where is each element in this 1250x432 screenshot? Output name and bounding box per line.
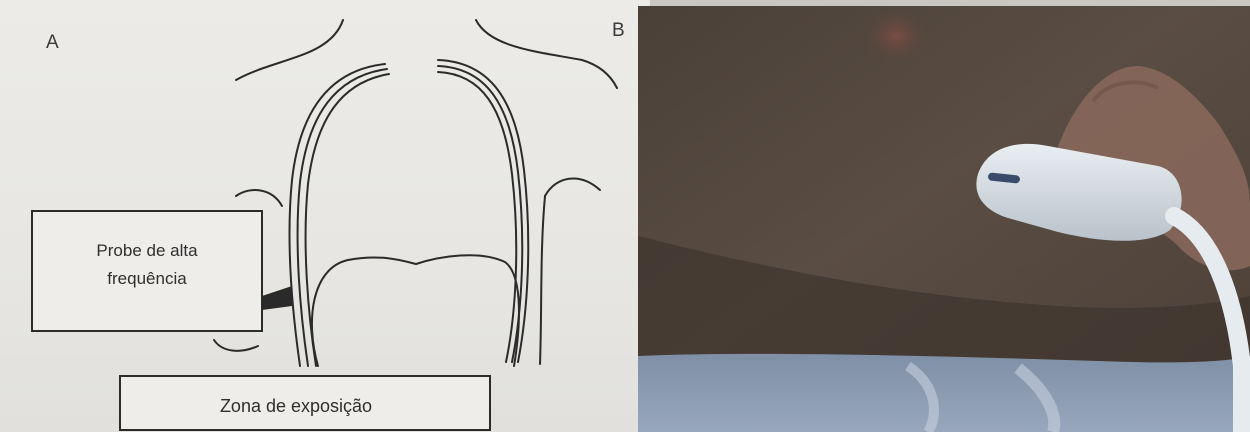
- probe-label-line-1: Probe de alta: [96, 241, 198, 260]
- probe-label-line-2: frequência: [107, 269, 187, 288]
- left-rib-arc: [236, 190, 282, 206]
- lower-left-arc: [214, 340, 258, 351]
- upper-right-contour: [476, 20, 617, 88]
- chest-wall-drawing: Probe de alta frequência Zona de exposiç…: [0, 0, 650, 432]
- panel-b-photo: B: [638, 6, 1250, 432]
- panel-a-diagram: A: [0, 0, 650, 432]
- zone-label: Zona de exposição: [220, 396, 372, 416]
- upper-left-contour: [236, 20, 343, 80]
- bed-sheet: [638, 354, 1250, 432]
- mediastinum-outline: [312, 255, 519, 366]
- right-rib-arc: [545, 179, 600, 196]
- probe-icon: [262, 286, 292, 310]
- nipple: [864, 8, 928, 64]
- probe-on-chest-photo: [638, 6, 1250, 432]
- right-inner-line: [540, 196, 545, 364]
- left-pleural-line-1: [290, 64, 385, 366]
- panel-b-letter: B: [612, 20, 625, 42]
